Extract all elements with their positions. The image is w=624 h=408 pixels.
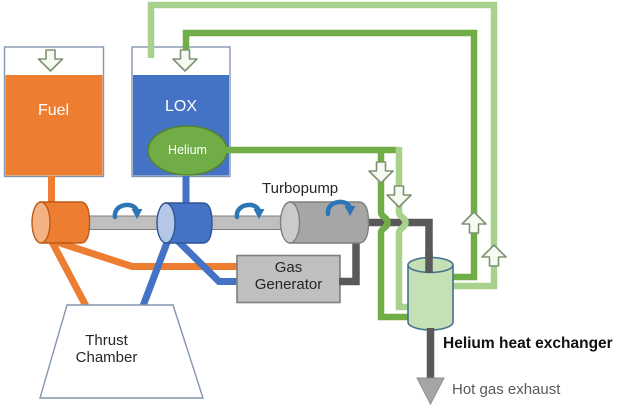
helium-feed-branch-dark bbox=[377, 147, 410, 321]
helium-return-up-arrow-light-icon bbox=[481, 244, 507, 267]
helium-feed-down-arrow-dark-icon bbox=[368, 161, 394, 184]
lox-pump bbox=[156, 202, 213, 244]
gas-generator-label: Gas Generator bbox=[237, 259, 340, 294]
helium-return-up-arrow-dark-icon bbox=[461, 211, 487, 234]
thrust-chamber-shape bbox=[39, 304, 204, 399]
rotation-arrow-icon bbox=[112, 202, 143, 220]
rotation-arrow-icon bbox=[234, 202, 265, 220]
turbine bbox=[279, 201, 370, 244]
gas-generator-label-line2: Generator bbox=[254, 275, 323, 293]
helium-label: Helium bbox=[168, 143, 207, 157]
lox-tank-pressurization-arrow-icon bbox=[172, 49, 198, 72]
thrust-chamber-label-line2: Chamber bbox=[75, 348, 138, 366]
helium-return-to-lox-tank-line bbox=[182, 29, 478, 281]
turbopump-label: Turbopump bbox=[262, 180, 339, 197]
thrust-chamber-label: Thrust Chamber bbox=[40, 332, 173, 367]
thrust-chamber-label-line1: Thrust bbox=[85, 332, 128, 349]
lox-to-thrust-chamber-pipe bbox=[139, 238, 172, 308]
fuel-tank-label: Fuel bbox=[37, 102, 70, 119]
gas-generator-to-turbine-pipe bbox=[339, 241, 360, 286]
helium-feed-down-arrow-light-icon bbox=[386, 185, 412, 208]
helium-feed-branch-light bbox=[395, 147, 410, 311]
gas-generator-label-line1: Gas bbox=[274, 259, 303, 276]
rotation-arrows bbox=[112, 199, 356, 220]
helium-heat-exchanger-label: Helium heat exchanger bbox=[443, 335, 613, 352]
lox-tank-label: LOX bbox=[164, 98, 197, 115]
hot-gas-exhaust-label: Hot gas exhaust bbox=[452, 381, 561, 398]
fuel-pump bbox=[31, 201, 91, 244]
fuel-to-thrust-chamber-pipe bbox=[47, 238, 90, 308]
helium-return-to-fuel-tank-line bbox=[147, 1, 498, 290]
fuel-tank-pressurization-arrow-icon bbox=[37, 49, 64, 72]
exhaust-arrow-icon bbox=[416, 377, 445, 406]
rotation-arrow-icon bbox=[325, 199, 356, 217]
